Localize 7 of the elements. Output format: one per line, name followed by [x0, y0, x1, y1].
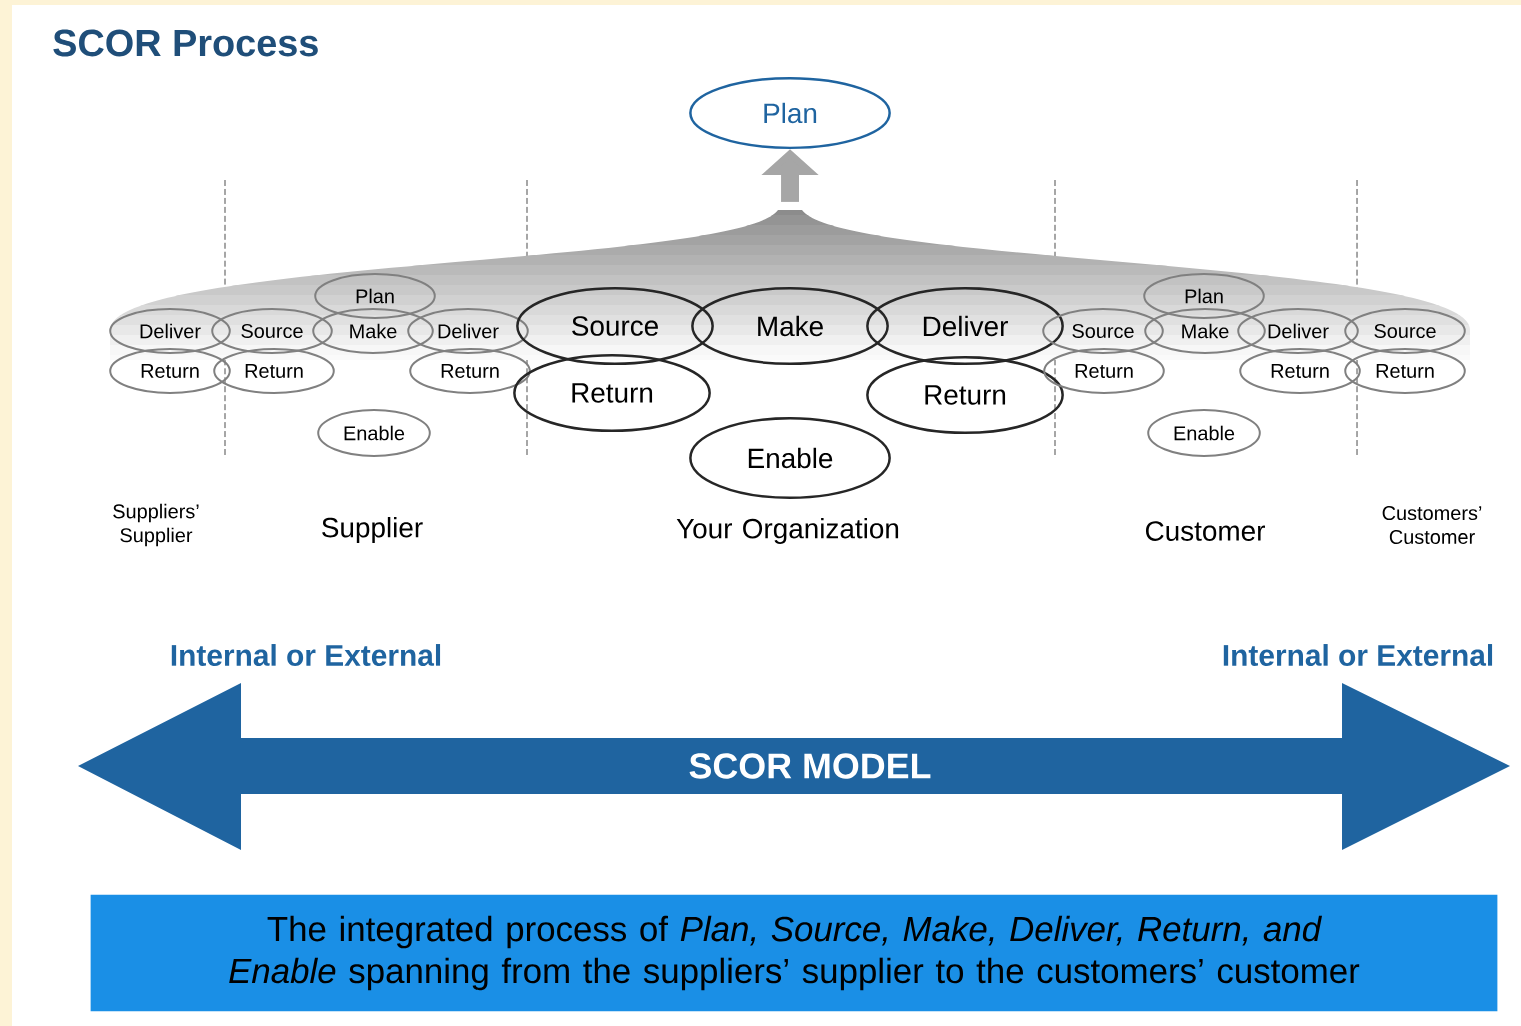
fan-band [110, 210, 1470, 360]
title: SCOR Process [53, 29, 318, 57]
group-label: Customer [1146, 521, 1265, 541]
group-label: Supplier [322, 517, 423, 543]
group-label: Customers’ Customer [1382, 506, 1482, 544]
group-label: Suppliers’ Supplier [113, 503, 199, 547]
caption-box: The integrated process of Plan, Source, Make, Deliver, Return, and Enable spanning from the suppliers’ supplier to the customers’ customer [90, 894, 1498, 1012]
